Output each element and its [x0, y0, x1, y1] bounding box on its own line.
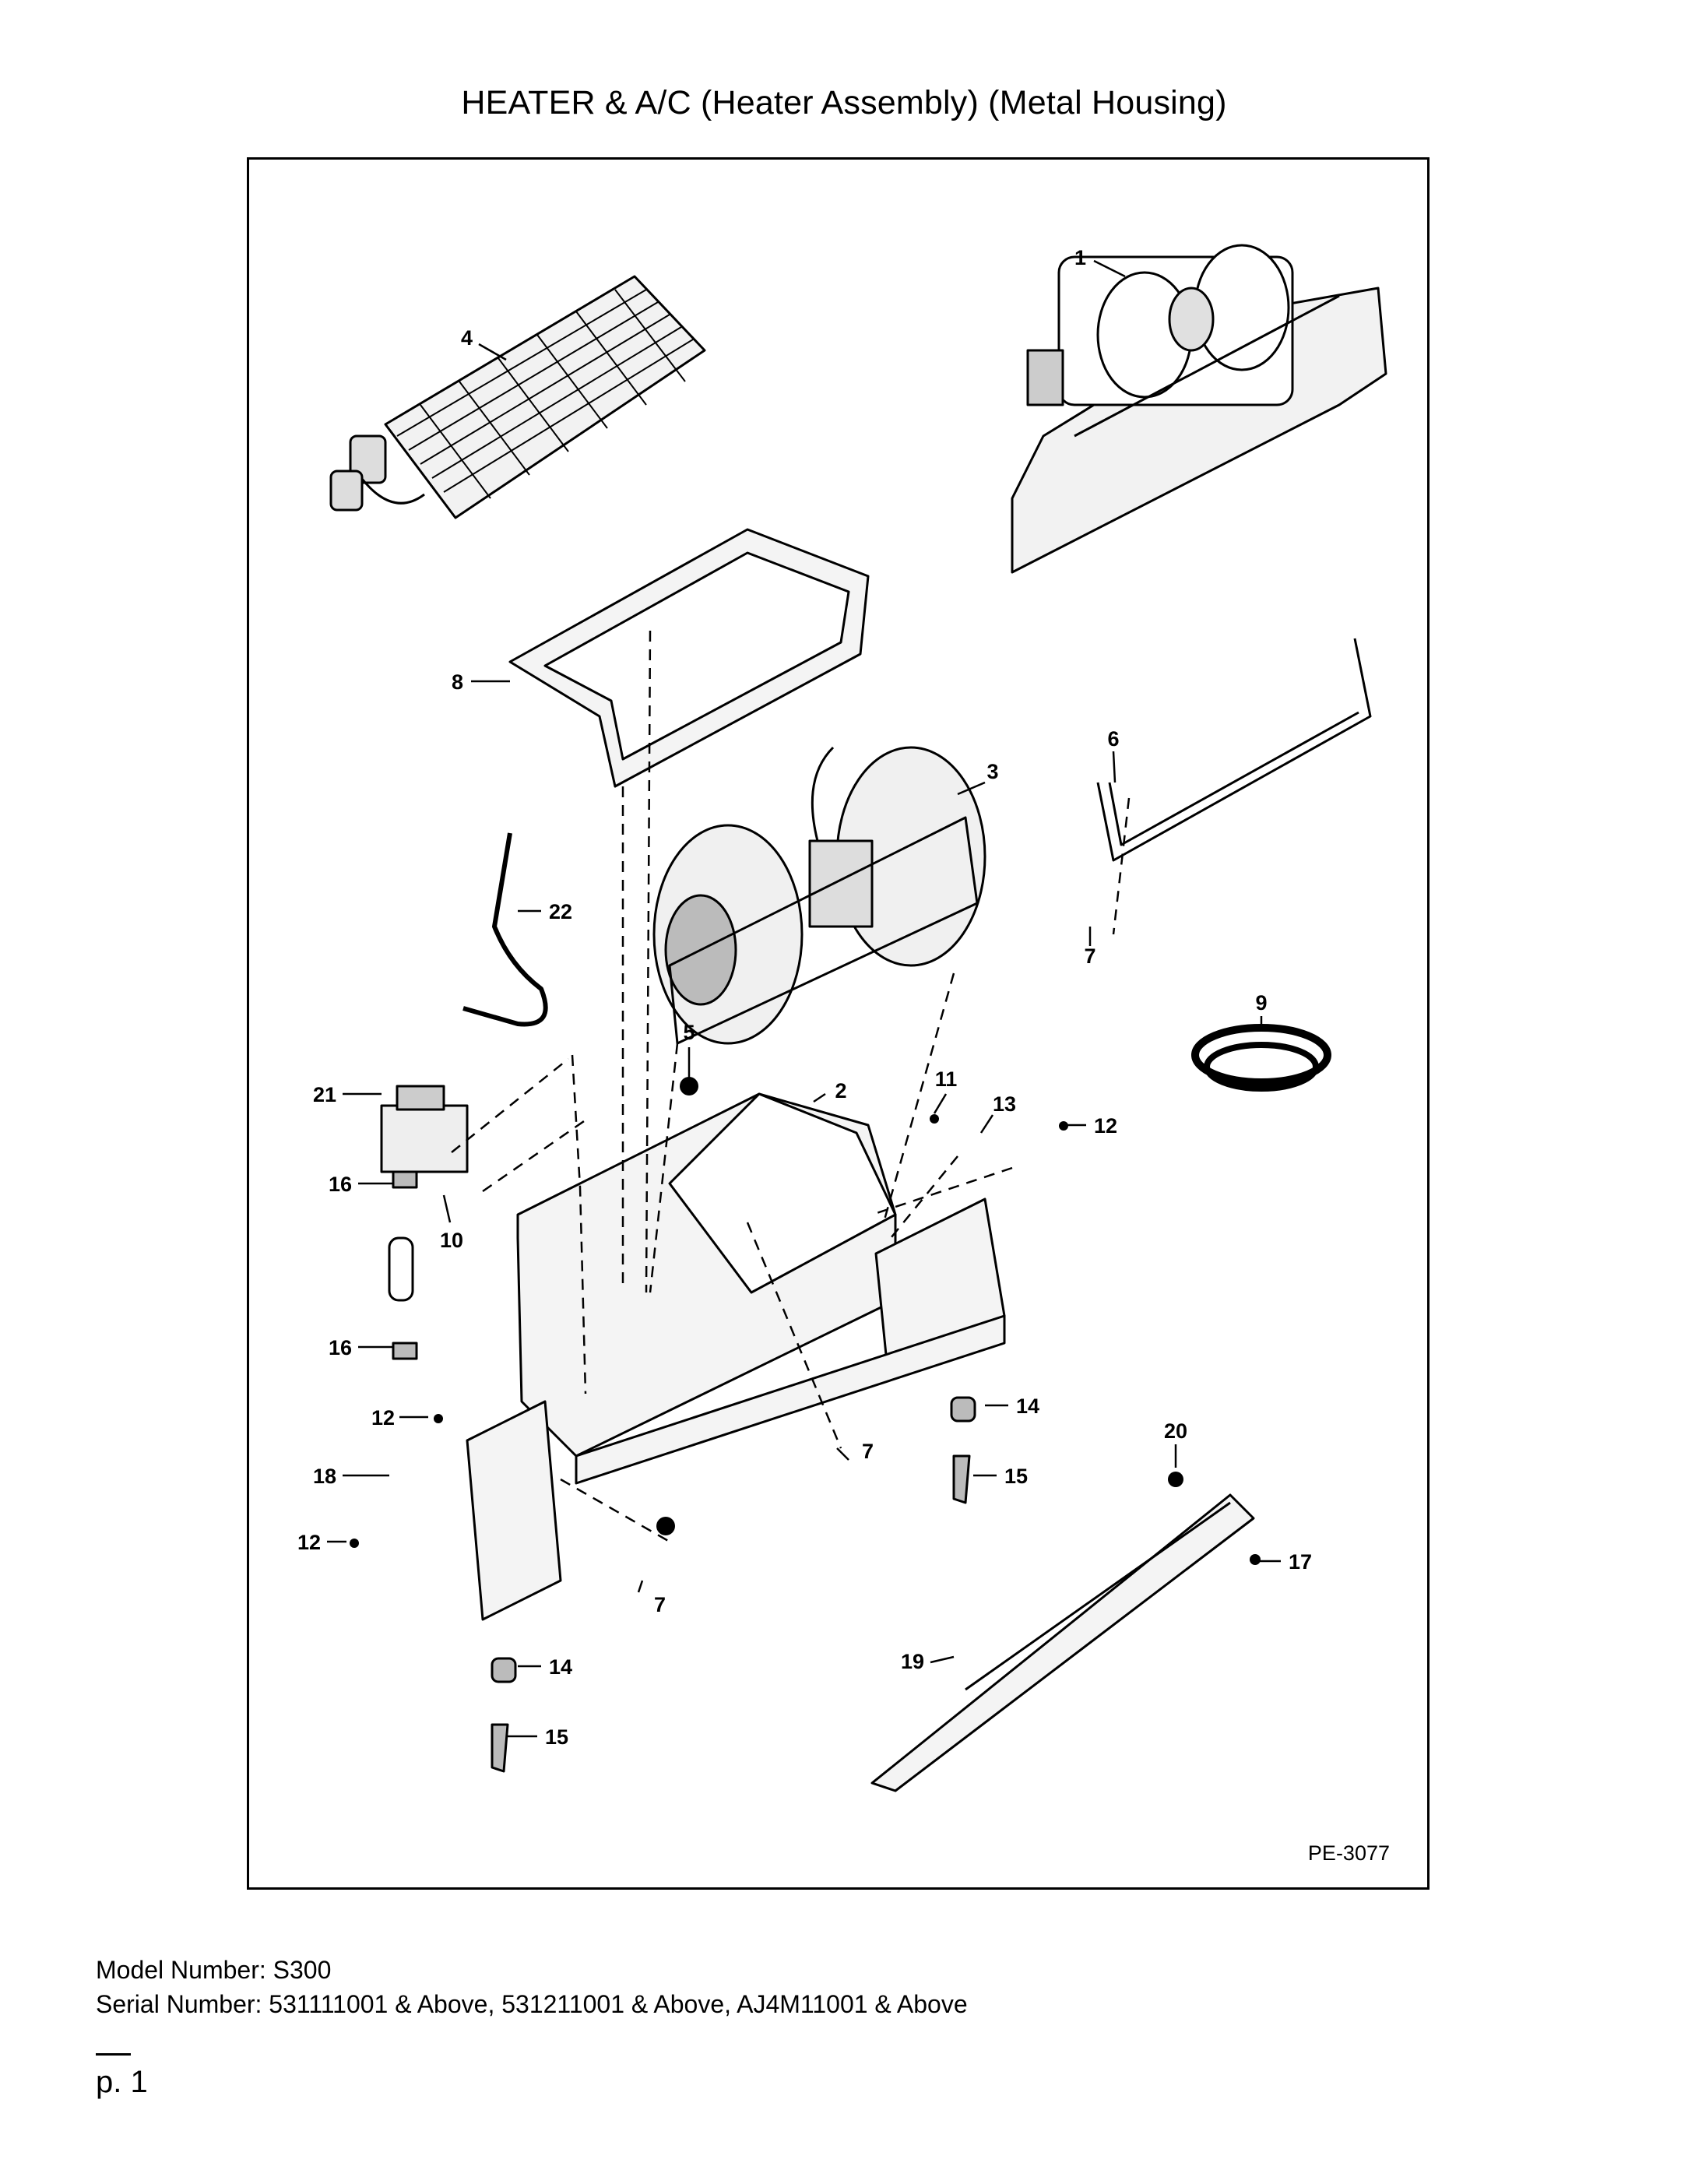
callout-17: 17 — [1289, 1550, 1312, 1574]
drawing-code: PE-3077 — [1307, 1841, 1390, 1865]
callout-13: 13 — [993, 1092, 1016, 1116]
callout-1: 1 — [1074, 246, 1086, 269]
model-info: Model Number: S300 Serial Number: 531111… — [96, 1953, 968, 2021]
gasket-part — [508, 528, 870, 788]
page-number: p. 1 — [96, 2065, 148, 2099]
callout-11: 11 — [935, 1067, 958, 1091]
page-title: HEATER & A/C (Heater Assembly) (Metal Ho… — [461, 84, 1227, 121]
heater-core-part — [329, 275, 706, 519]
callout-3: 3 — [986, 760, 998, 783]
callout-22: 22 — [549, 900, 572, 923]
callout-16-upper: 16 — [329, 1173, 352, 1196]
valve-part — [380, 1085, 469, 1173]
callout-12-left: 12 — [371, 1406, 395, 1430]
hose-part — [462, 832, 548, 1027]
callout-12-lower: 12 — [297, 1531, 321, 1554]
callout-14-left: 14 — [549, 1655, 572, 1679]
callout-7-center: 7 — [862, 1440, 874, 1463]
seal-roll-part — [1191, 1024, 1331, 1092]
foot-parts — [491, 1396, 976, 1773]
callout-9: 9 — [1255, 991, 1267, 1015]
serial-number: Serial Number: 531111001 & Above, 531211… — [96, 1990, 968, 2018]
callout-12-right: 12 — [1094, 1114, 1117, 1138]
assembly-lines — [451, 630, 1131, 1543]
diagram-frame: PE-3077 — [247, 157, 1430, 1890]
callout-leaders — [327, 259, 1281, 1738]
hose-clamp-parts — [388, 1170, 418, 1360]
callout-8: 8 — [452, 670, 463, 694]
blower-motor-part — [652, 746, 986, 1045]
housing-part — [466, 1092, 1006, 1621]
callout-21: 21 — [313, 1083, 336, 1106]
callout-4: 4 — [461, 326, 473, 350]
callout-18: 18 — [313, 1465, 336, 1488]
page-divider — [96, 2053, 131, 2056]
bracket-part — [1096, 638, 1372, 862]
callout-15-right: 15 — [1004, 1465, 1028, 1488]
callout-7-bracket: 7 — [1084, 944, 1095, 968]
heater-assembly-part — [1011, 244, 1387, 574]
callout-19: 19 — [901, 1650, 924, 1673]
callout-15-left: 15 — [545, 1725, 568, 1749]
callout-14-right: 14 — [1016, 1394, 1039, 1418]
callout-16-lower: 16 — [329, 1336, 352, 1359]
callout-7-lower: 7 — [654, 1593, 666, 1616]
filter-cover-part — [870, 1493, 1255, 1792]
callout-10: 10 — [440, 1229, 463, 1252]
model-number: Model Number: S300 — [96, 1956, 332, 1984]
callout-6: 6 — [1107, 727, 1119, 751]
callout-2: 2 — [835, 1079, 846, 1103]
callout-20: 20 — [1164, 1419, 1187, 1443]
callout-5: 5 — [683, 1021, 695, 1044]
